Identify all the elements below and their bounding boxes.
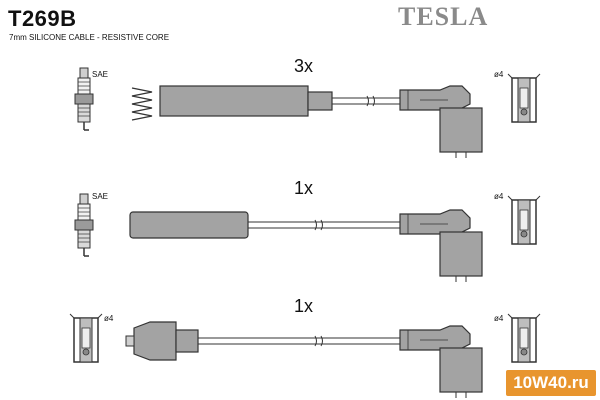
row3-left-label: ø4 — [104, 314, 114, 323]
row3-quantity: 1x — [294, 296, 314, 316]
row3-wire-assembly — [69, 313, 541, 399]
watermark-badge: 10W40.ru — [506, 370, 596, 396]
row1-angle-boot — [399, 85, 483, 159]
row3-right-terminal-icon — [507, 313, 541, 363]
row1-spring-icon — [131, 87, 153, 121]
row3-right-label: ø4 — [494, 314, 504, 323]
row1-terminal-icon — [507, 73, 541, 123]
brand-logo: TESLA — [398, 2, 489, 31]
row2-terminal-icon — [507, 195, 541, 245]
row2-quantity: 1x — [294, 178, 314, 198]
row2-spark-plug-icon — [74, 193, 94, 257]
part-number-title: T269B — [8, 6, 77, 31]
row1-quantity: 3x — [294, 56, 314, 76]
row1-straight-boot — [159, 85, 309, 117]
row1-spark-plug-icon — [74, 67, 94, 131]
row1-wire-assembly — [74, 67, 541, 159]
row3-left-terminal-icon — [69, 313, 103, 363]
row3-angle-boot — [399, 325, 483, 399]
row2-right-label: ø4 — [494, 192, 504, 201]
cable-description: 7mm SILICONE CABLE - RESISTIVE CORE — [9, 33, 170, 42]
row3-straight-boot — [133, 321, 177, 361]
row1-right-label: ø4 — [494, 70, 504, 79]
row1-left-label: SAE — [92, 70, 109, 79]
row2-angle-boot — [399, 209, 483, 283]
row2-wire-assembly — [74, 193, 541, 283]
row2-left-label: SAE — [92, 192, 109, 201]
row2-straight-boot — [129, 211, 249, 239]
